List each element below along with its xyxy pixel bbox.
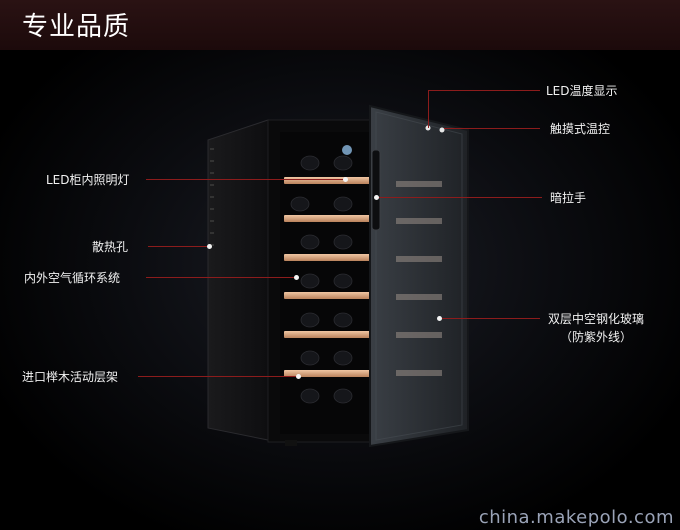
callout-touch-control: 触摸式温控 — [550, 122, 611, 136]
leader-heat-vent — [148, 246, 210, 247]
leader-led-display-h — [428, 90, 540, 91]
leader-glass — [440, 318, 540, 319]
watermark: china.makepolo.com — [478, 507, 674, 528]
header-banner: 专业品质 — [0, 0, 680, 51]
led-light-glow — [342, 145, 352, 155]
leader-led-light — [146, 179, 346, 180]
wood-shelves — [284, 177, 372, 377]
dot-heat-vent — [207, 244, 212, 249]
callout-beech-shelf: 进口榉木活动层架 — [22, 370, 119, 384]
glass-door — [369, 104, 469, 448]
hidden-handle — [371, 149, 381, 231]
dot-glass — [437, 316, 442, 321]
leader-hidden-handle — [378, 197, 542, 198]
callout-led-display: LED温度显示 — [546, 84, 618, 98]
leader-led-display-v — [428, 90, 429, 128]
dot-hidden-handle — [374, 195, 379, 200]
callout-glass-line1: 双层中空钢化玻璃 — [548, 312, 645, 326]
callout-air-circulation: 内外空气循环系统 — [24, 271, 121, 285]
dot-air-circulation — [294, 275, 299, 280]
dot-led-light — [343, 177, 348, 182]
dot-beech-shelf — [296, 374, 301, 379]
callout-glass-line2: （防紫外线） — [560, 330, 633, 344]
callout-led-light: LED柜内照明灯 — [46, 173, 130, 187]
leader-beech-shelf — [138, 376, 298, 377]
glass-reflections — [396, 181, 442, 376]
cabinet-side — [207, 119, 269, 441]
callout-heat-vent: 散热孔 — [92, 240, 129, 254]
callout-hidden-handle: 暗拉手 — [550, 191, 587, 205]
leader-air-circulation — [146, 277, 296, 278]
page-title: 专业品质 — [22, 12, 131, 42]
bottle-rows — [290, 155, 353, 404]
heat-vent-slots — [210, 148, 214, 246]
leader-touch-control — [444, 128, 540, 129]
